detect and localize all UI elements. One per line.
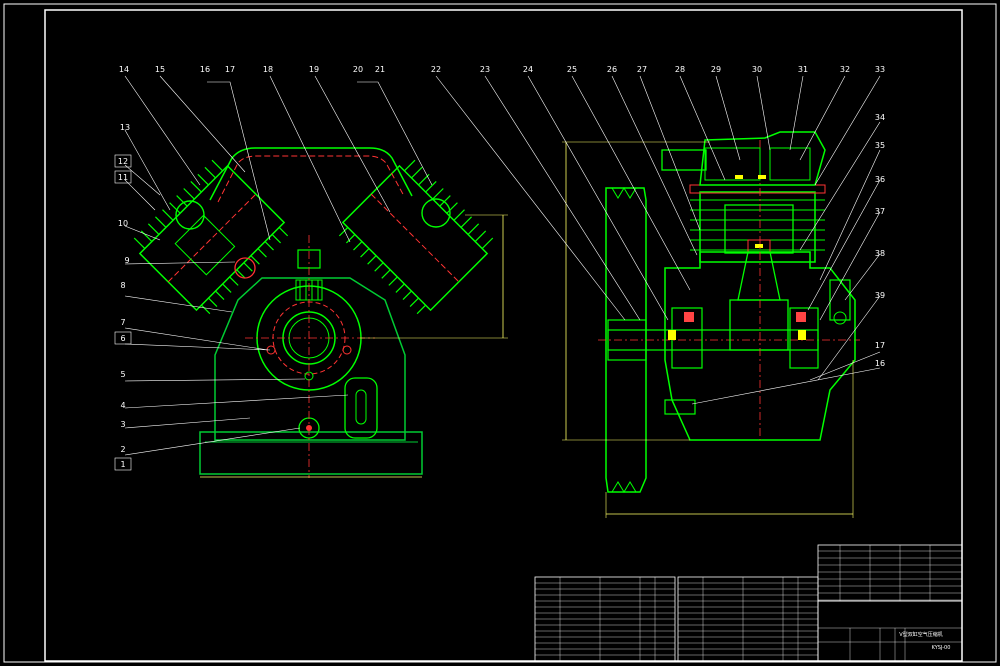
part-label: 30 [752,65,762,74]
drawing-name: V型双缸空气压缩机 [899,631,942,638]
part-label: 35 [875,141,885,150]
valve-reed-2 [758,175,766,179]
part-label-box [114,170,132,184]
part-label: 23 [480,65,490,74]
bolt-hole-2 [342,345,352,355]
title-block: V型双缸空气压缩机 KYSJ-00 [534,544,963,662]
part-label: 25 [567,65,577,74]
part-label: 33 [875,65,885,74]
part-label: 20 [353,65,363,74]
part-label: 17 [875,341,885,350]
part-label: 29 [711,65,721,74]
part-label: 37 [875,207,885,216]
left-cylinder [133,159,289,315]
part-label: 38 [875,249,885,258]
part-label: 24 [523,65,533,74]
part-label: 16 [200,65,210,74]
part-label: 22 [431,65,441,74]
breather-fitting [829,279,851,321]
head-chamber-right [769,147,811,181]
part-label: 19 [309,65,319,74]
pulley-outline [605,187,647,493]
part-label: 28 [675,65,685,74]
bushing-right [798,330,806,340]
seal-left [684,312,694,322]
part-label: 9 [124,256,129,265]
part-label: 18 [263,65,273,74]
title-box [817,600,963,662]
part-label: 36 [875,175,885,184]
part-label: 11 [118,173,128,182]
side-cylinder [699,191,816,263]
pulley-grooves-bottom [611,481,637,493]
right-leaders [435,75,881,405]
part-label: 39 [875,291,885,300]
pulley-grooves-top [611,187,637,199]
part-label: 16 [875,359,885,368]
part-label: 3 [120,420,125,429]
right-part-labels: 22 23 24 25 26 27 28 29 30 31 32 33 34 35 36 37 38 39 17 16 [431,65,885,368]
part-label: 15 [155,65,165,74]
base-plate [199,431,423,475]
spline-hub [295,279,323,301]
part-label: 34 [875,113,885,122]
drain-bolt [664,399,696,415]
bushing-left [668,330,676,340]
part-label-box [114,331,132,345]
part-label: 10 [118,219,128,228]
drawing-number: KYSJ-00 [932,645,951,651]
part-label-box [114,154,132,168]
part-label: 2 [120,445,125,454]
transfer-pipe-inner [217,155,405,203]
sight-glass-frame [344,377,378,439]
head-chamber-left [704,147,761,181]
transfer-pipe [209,147,413,201]
crankcase-outline [214,277,406,441]
parts-list-rows [535,545,962,661]
right-valve-port [421,198,451,228]
part-label: 26 [607,65,617,74]
right-view [562,131,860,518]
part-label: 12 [118,157,128,166]
part-label: 17 [225,65,235,74]
part-label-box [114,457,132,471]
parts-list-right [817,544,963,602]
side-cylinder-fins [690,199,825,251]
part-label: 14 [119,65,129,74]
right-cylinder [338,159,494,315]
seal-right [796,312,806,322]
part-label: 31 [798,65,808,74]
part-label: 13 [120,123,130,132]
inner-frame [44,9,963,662]
part-label: 4 [120,401,125,410]
part-label: 21 [375,65,385,74]
part-label: 8 [120,281,125,290]
part-label: 5 [120,370,125,379]
sight-glass-slot [355,389,367,425]
left-view [133,147,508,478]
rod-big-end [729,299,789,351]
bearing-right [789,307,819,369]
part-label: 7 [120,318,125,327]
part-label: 27 [637,65,647,74]
oil-fill-cap [833,311,847,325]
wrist-pin-left [234,257,256,279]
part-label: 32 [840,65,850,74]
piston [724,204,794,254]
left-leaders [124,75,433,456]
part-label: 6 [120,334,125,343]
left-valve-port [175,200,205,230]
intake-fitting [661,149,707,171]
part-label: 1 [120,460,125,469]
wrist-pin-marker [755,244,763,248]
connecting-rod [737,251,781,301]
outer-border [3,3,997,663]
cylinder-head [699,131,826,186]
valve-reed-1 [735,175,743,179]
